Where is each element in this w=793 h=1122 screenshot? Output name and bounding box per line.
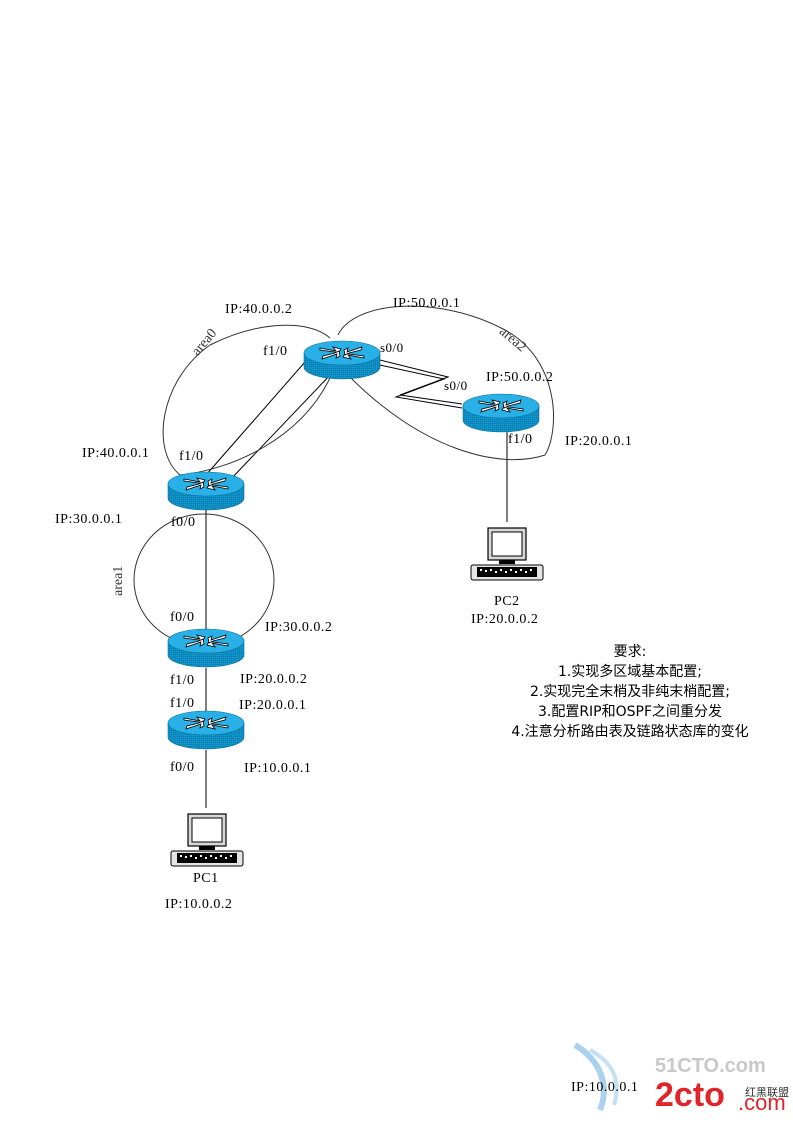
requirement-item: 4.注意分析路由表及链路状态库的变化: [511, 724, 749, 740]
label-r1-ip-40: IP:40.0.0.2: [225, 302, 293, 317]
router-middle-icon: [167, 628, 245, 668]
pc1-ip: IP:10.0.0.2: [165, 897, 233, 912]
label-r4-ip-30: IP:30.0.0.2: [265, 620, 333, 635]
label-r5-f1-0: f1/0: [170, 696, 195, 711]
link-r3-r1-a: [205, 361, 306, 476]
requirement-item: 2.实现完全末梢及非纯末梢配置;: [529, 684, 731, 700]
pc1-label: PC1: [193, 871, 219, 886]
label-r2-ip-20: IP:20.0.0.1: [565, 434, 633, 449]
router-bottom-icon: [167, 710, 245, 750]
label-r1-s0-0: s0/0: [380, 340, 404, 355]
label-stray-ip: IP:10.0.0.1: [571, 1080, 639, 1095]
router-left-icon: [167, 471, 245, 511]
requirement-item: 3.配置RIP和OSPF之间重分发: [537, 704, 723, 720]
label-r4-ip-20: IP:20.0.0.2: [240, 672, 308, 687]
watermark-51cto: 51CTO.com: [655, 1055, 766, 1077]
link-r3-r1-b: [229, 371, 334, 481]
router-right-icon: [462, 393, 540, 433]
watermark-logo: [573, 1042, 619, 1112]
pc2-icon: [470, 527, 544, 581]
label-r3-ip-30: IP:30.0.0.1: [55, 512, 123, 527]
label-r1-ip-50: IP:50.0.0.1: [393, 296, 461, 311]
label-r3-f0-0: f0/0: [171, 515, 196, 530]
label-r1-f1-0: f1/0: [263, 344, 288, 359]
requirement-item: 1.实现多区域基本配置;: [557, 664, 703, 680]
area2-boundary: [337, 305, 554, 461]
area1-boundary: [133, 513, 275, 647]
pc2-label: PC2: [494, 594, 520, 609]
label-r5-ip-20: IP:20.0.0.1: [239, 698, 307, 713]
label-r3-f1-0: f1/0: [179, 449, 204, 464]
requirements-box: 要求: 1.实现多区域基本配置; 2.实现完全末梢及非纯末梢配置; 3.配置RI…: [480, 642, 780, 742]
requirements-title: 要求:: [613, 644, 647, 660]
label-r2-s0-0: s0/0: [444, 378, 468, 393]
label-r3-ip-40: IP:40.0.0.1: [82, 446, 150, 461]
watermark-cn: 红黑联盟: [745, 1086, 789, 1099]
label-r5-ip-10: IP:10.0.0.1: [244, 761, 312, 776]
label-r2-f1-0: f1/0: [508, 432, 533, 447]
label-r4-f0-0: f0/0: [170, 610, 195, 625]
label-r5-f0-0: f0/0: [170, 760, 195, 775]
area1-label: area1: [111, 565, 126, 596]
label-r2-ip-50: IP:50.0.0.2: [486, 370, 554, 385]
router-top-icon: [303, 340, 381, 380]
watermark-com: .com: [738, 1090, 786, 1115]
pc1-icon: [170, 813, 244, 867]
label-r4-f1-0: f1/0: [170, 673, 195, 688]
pc2-ip: IP:20.0.0.2: [471, 612, 539, 627]
area0-boundary: [162, 324, 331, 476]
watermark-2cto: 2cto: [655, 1076, 725, 1114]
